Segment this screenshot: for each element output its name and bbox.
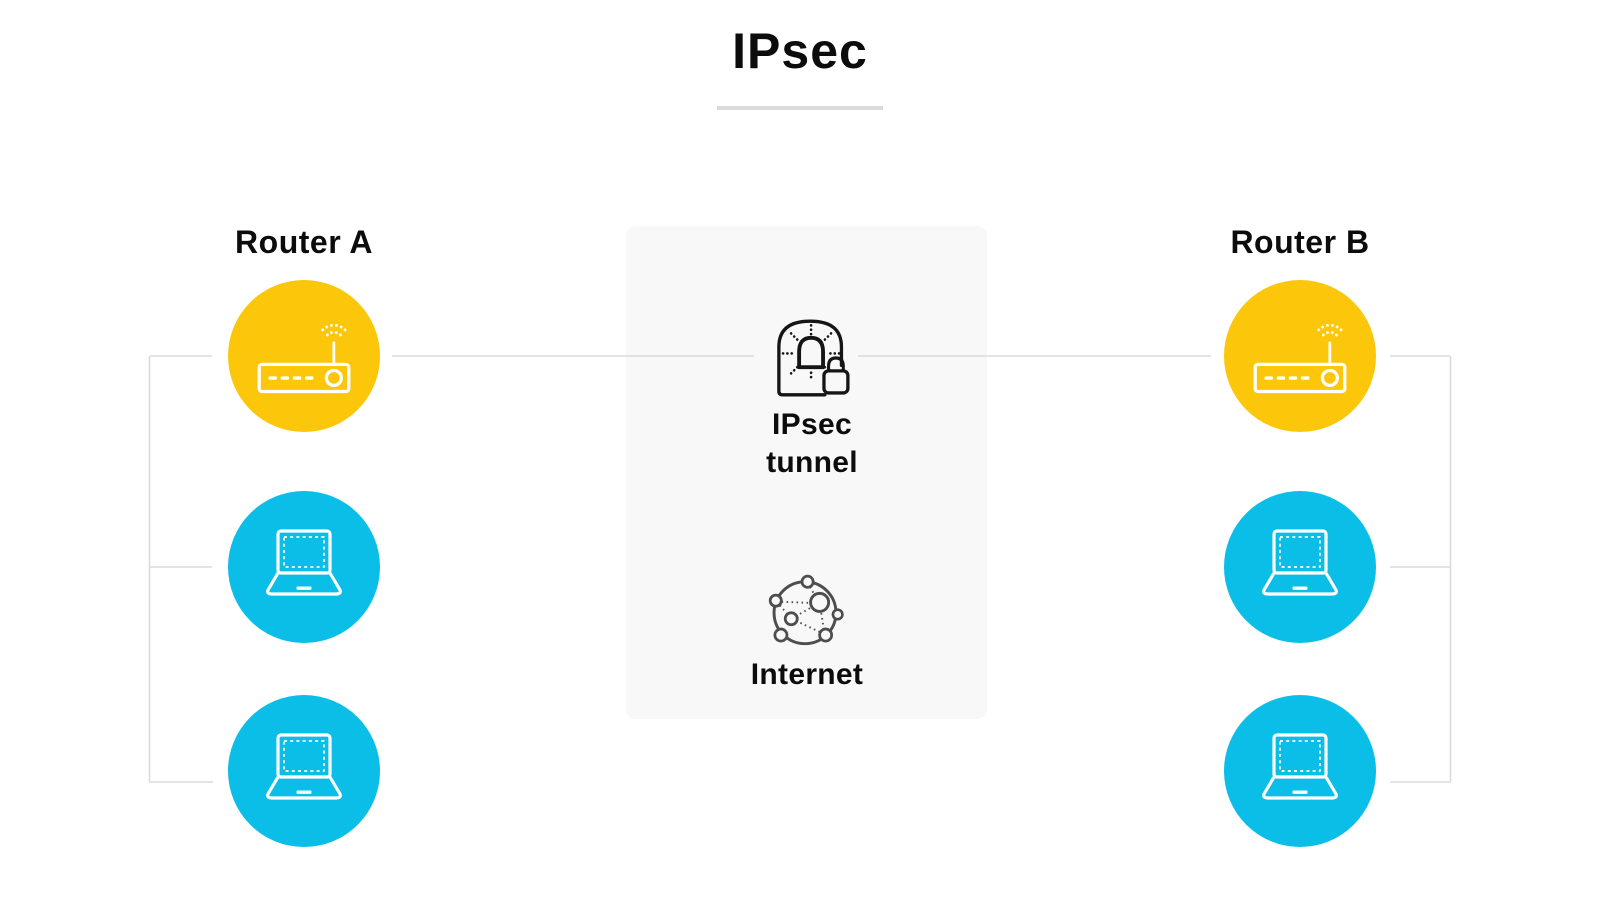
laptop-a1-node <box>228 491 380 643</box>
router-a-node <box>228 280 380 432</box>
tunnel-label: IPsec tunnel <box>766 408 858 479</box>
laptop-icon <box>266 733 342 800</box>
internet-label: Internet <box>750 658 864 691</box>
laptop-b2-node <box>1224 695 1376 847</box>
internet-icon-box <box>762 568 848 659</box>
tunnel-panel <box>626 226 987 719</box>
router-b-label: Router B <box>1230 224 1370 260</box>
globe-network-icon <box>768 574 844 646</box>
tunnel-lock-icon <box>777 319 850 397</box>
router-a-label: Router A <box>235 224 373 260</box>
laptop-icon <box>266 529 342 596</box>
wireless-router-icon <box>1253 323 1347 394</box>
title-underline <box>717 106 883 110</box>
tunnel-icon-box <box>764 312 860 409</box>
laptop-icon <box>1262 733 1338 800</box>
wireless-router-icon <box>257 323 351 394</box>
router-b-node <box>1224 280 1376 432</box>
laptop-icon <box>1262 529 1338 596</box>
laptop-b1-node <box>1224 491 1376 643</box>
page-title: IPsec <box>732 23 868 79</box>
laptop-a2-node <box>228 695 380 847</box>
